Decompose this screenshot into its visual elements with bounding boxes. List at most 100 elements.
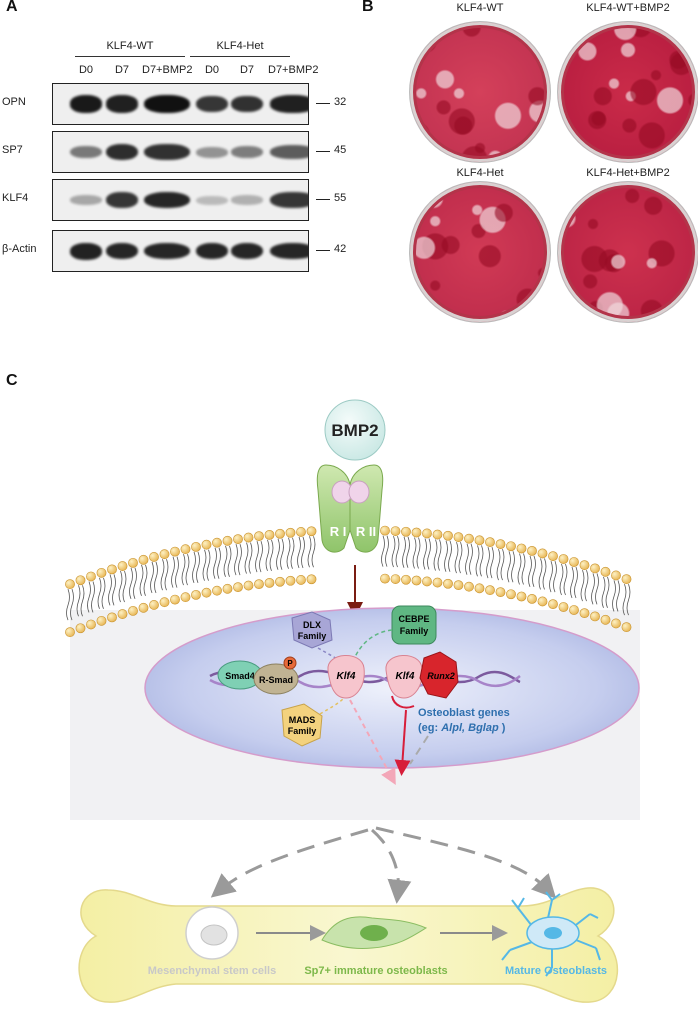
lipid-head <box>432 529 443 540</box>
lane-label: D7 <box>239 64 255 76</box>
lipid-head <box>159 597 170 608</box>
lipid-head <box>380 525 390 536</box>
lipid-head <box>170 546 180 557</box>
msc-nucleus <box>200 924 228 946</box>
molecular-weight-label: 42 <box>334 243 347 255</box>
lipid-head <box>243 580 254 591</box>
lipid-head <box>264 577 275 588</box>
lipid-head <box>96 615 107 626</box>
cebpe-label: CEBPE <box>398 614 429 624</box>
group-label-het: KLF4-Het <box>216 40 264 52</box>
mature-osteoblast <box>501 891 601 977</box>
blot-membrane <box>52 179 309 221</box>
lipid-head <box>275 576 285 587</box>
blot-membrane <box>52 230 309 272</box>
lipid-tail <box>601 576 610 608</box>
r-smad-label: R-Smad <box>259 675 293 685</box>
receptor-type-1 <box>316 464 351 553</box>
blot-band <box>106 242 138 260</box>
lipid-head <box>527 593 537 604</box>
lipid-head <box>611 570 621 581</box>
lipid-head <box>401 574 411 585</box>
lipid-head <box>380 573 390 584</box>
lipid-tail <box>213 547 221 579</box>
lipid-head <box>569 557 579 567</box>
lipid-tail <box>612 580 620 612</box>
dish-title: KLF4-Het <box>456 167 504 179</box>
lipid-head <box>485 537 495 548</box>
lipid-head <box>243 532 254 543</box>
lipid-head <box>180 592 191 603</box>
lipid-head <box>390 574 401 584</box>
lipid-head <box>138 602 149 613</box>
lipid-head <box>621 622 632 633</box>
lipid-tail <box>202 549 211 581</box>
lipid-head <box>117 561 128 571</box>
lipid-head <box>474 583 485 594</box>
lipid-head <box>548 551 558 562</box>
blot-band <box>231 242 263 260</box>
lipid-tail <box>66 589 74 621</box>
blot-band <box>106 143 138 161</box>
mw-tick <box>316 250 330 251</box>
blot-band <box>231 195 263 205</box>
lipid-tail <box>160 559 169 591</box>
lipid-tail <box>181 554 190 586</box>
lipid-head <box>411 575 422 586</box>
lipid-tail <box>402 536 410 568</box>
lipid-head <box>233 582 243 593</box>
blot-band <box>270 242 308 260</box>
panel-letter-c: C <box>6 372 18 389</box>
blot-row-label: OPN <box>2 96 26 108</box>
lipid-head <box>548 599 558 610</box>
dlx-label: DLX <box>303 620 321 630</box>
lipid-head <box>590 563 600 574</box>
lane-label: D7+BMP2 <box>268 64 319 76</box>
blot-band <box>270 95 308 113</box>
gene-activation-arrow <box>394 709 411 776</box>
lipid-head <box>411 527 422 538</box>
lipid-tail <box>591 573 599 605</box>
lipid-tail <box>622 584 631 616</box>
lipid-head <box>233 534 243 545</box>
group-label-wt: KLF4-WT <box>106 40 154 52</box>
cebpe-family-label: Family <box>400 626 429 636</box>
mw-tick <box>316 151 330 152</box>
lipid-head <box>506 589 516 600</box>
bmp-receptor-complex: R I R II <box>316 464 384 553</box>
lipid-head <box>432 577 443 588</box>
lipid-head <box>516 591 527 602</box>
lipid-tail <box>192 551 200 584</box>
lipid-head <box>296 527 306 537</box>
lipid-tail <box>475 545 484 577</box>
blot-band <box>196 242 228 260</box>
lipid-tail <box>496 548 505 581</box>
lane-label: D7+BMP2 <box>142 64 193 76</box>
blot-band <box>270 145 308 159</box>
lipid-head <box>600 566 611 577</box>
lipid-head <box>117 609 128 619</box>
blot-band <box>144 143 190 161</box>
lipid-head <box>401 526 411 537</box>
lipid-tail <box>570 566 578 599</box>
lipid-tail <box>97 577 106 609</box>
lipid-head <box>495 587 506 598</box>
osteoblast-genes-example: (eg: Alpl, Bglap ) <box>418 722 506 734</box>
runx2-protein <box>419 651 459 699</box>
differentiation-arrow-1 <box>210 828 369 898</box>
culture-dish <box>410 22 550 162</box>
klf4-label-1: Klf4 <box>337 671 356 682</box>
lipid-head <box>569 605 579 615</box>
lipid-tail <box>265 539 274 572</box>
lipid-head <box>222 535 233 546</box>
lipid-tail <box>517 553 526 585</box>
lipid-head <box>453 580 464 591</box>
klf4-protein-2 <box>385 655 423 699</box>
lipid-head <box>306 526 317 537</box>
group-line-het <box>190 56 290 57</box>
blot-membrane <box>52 131 309 173</box>
inhibition-bar <box>391 695 415 709</box>
lipid-head <box>453 532 464 543</box>
lipid-tail <box>139 564 148 596</box>
lipid-head <box>180 544 191 555</box>
